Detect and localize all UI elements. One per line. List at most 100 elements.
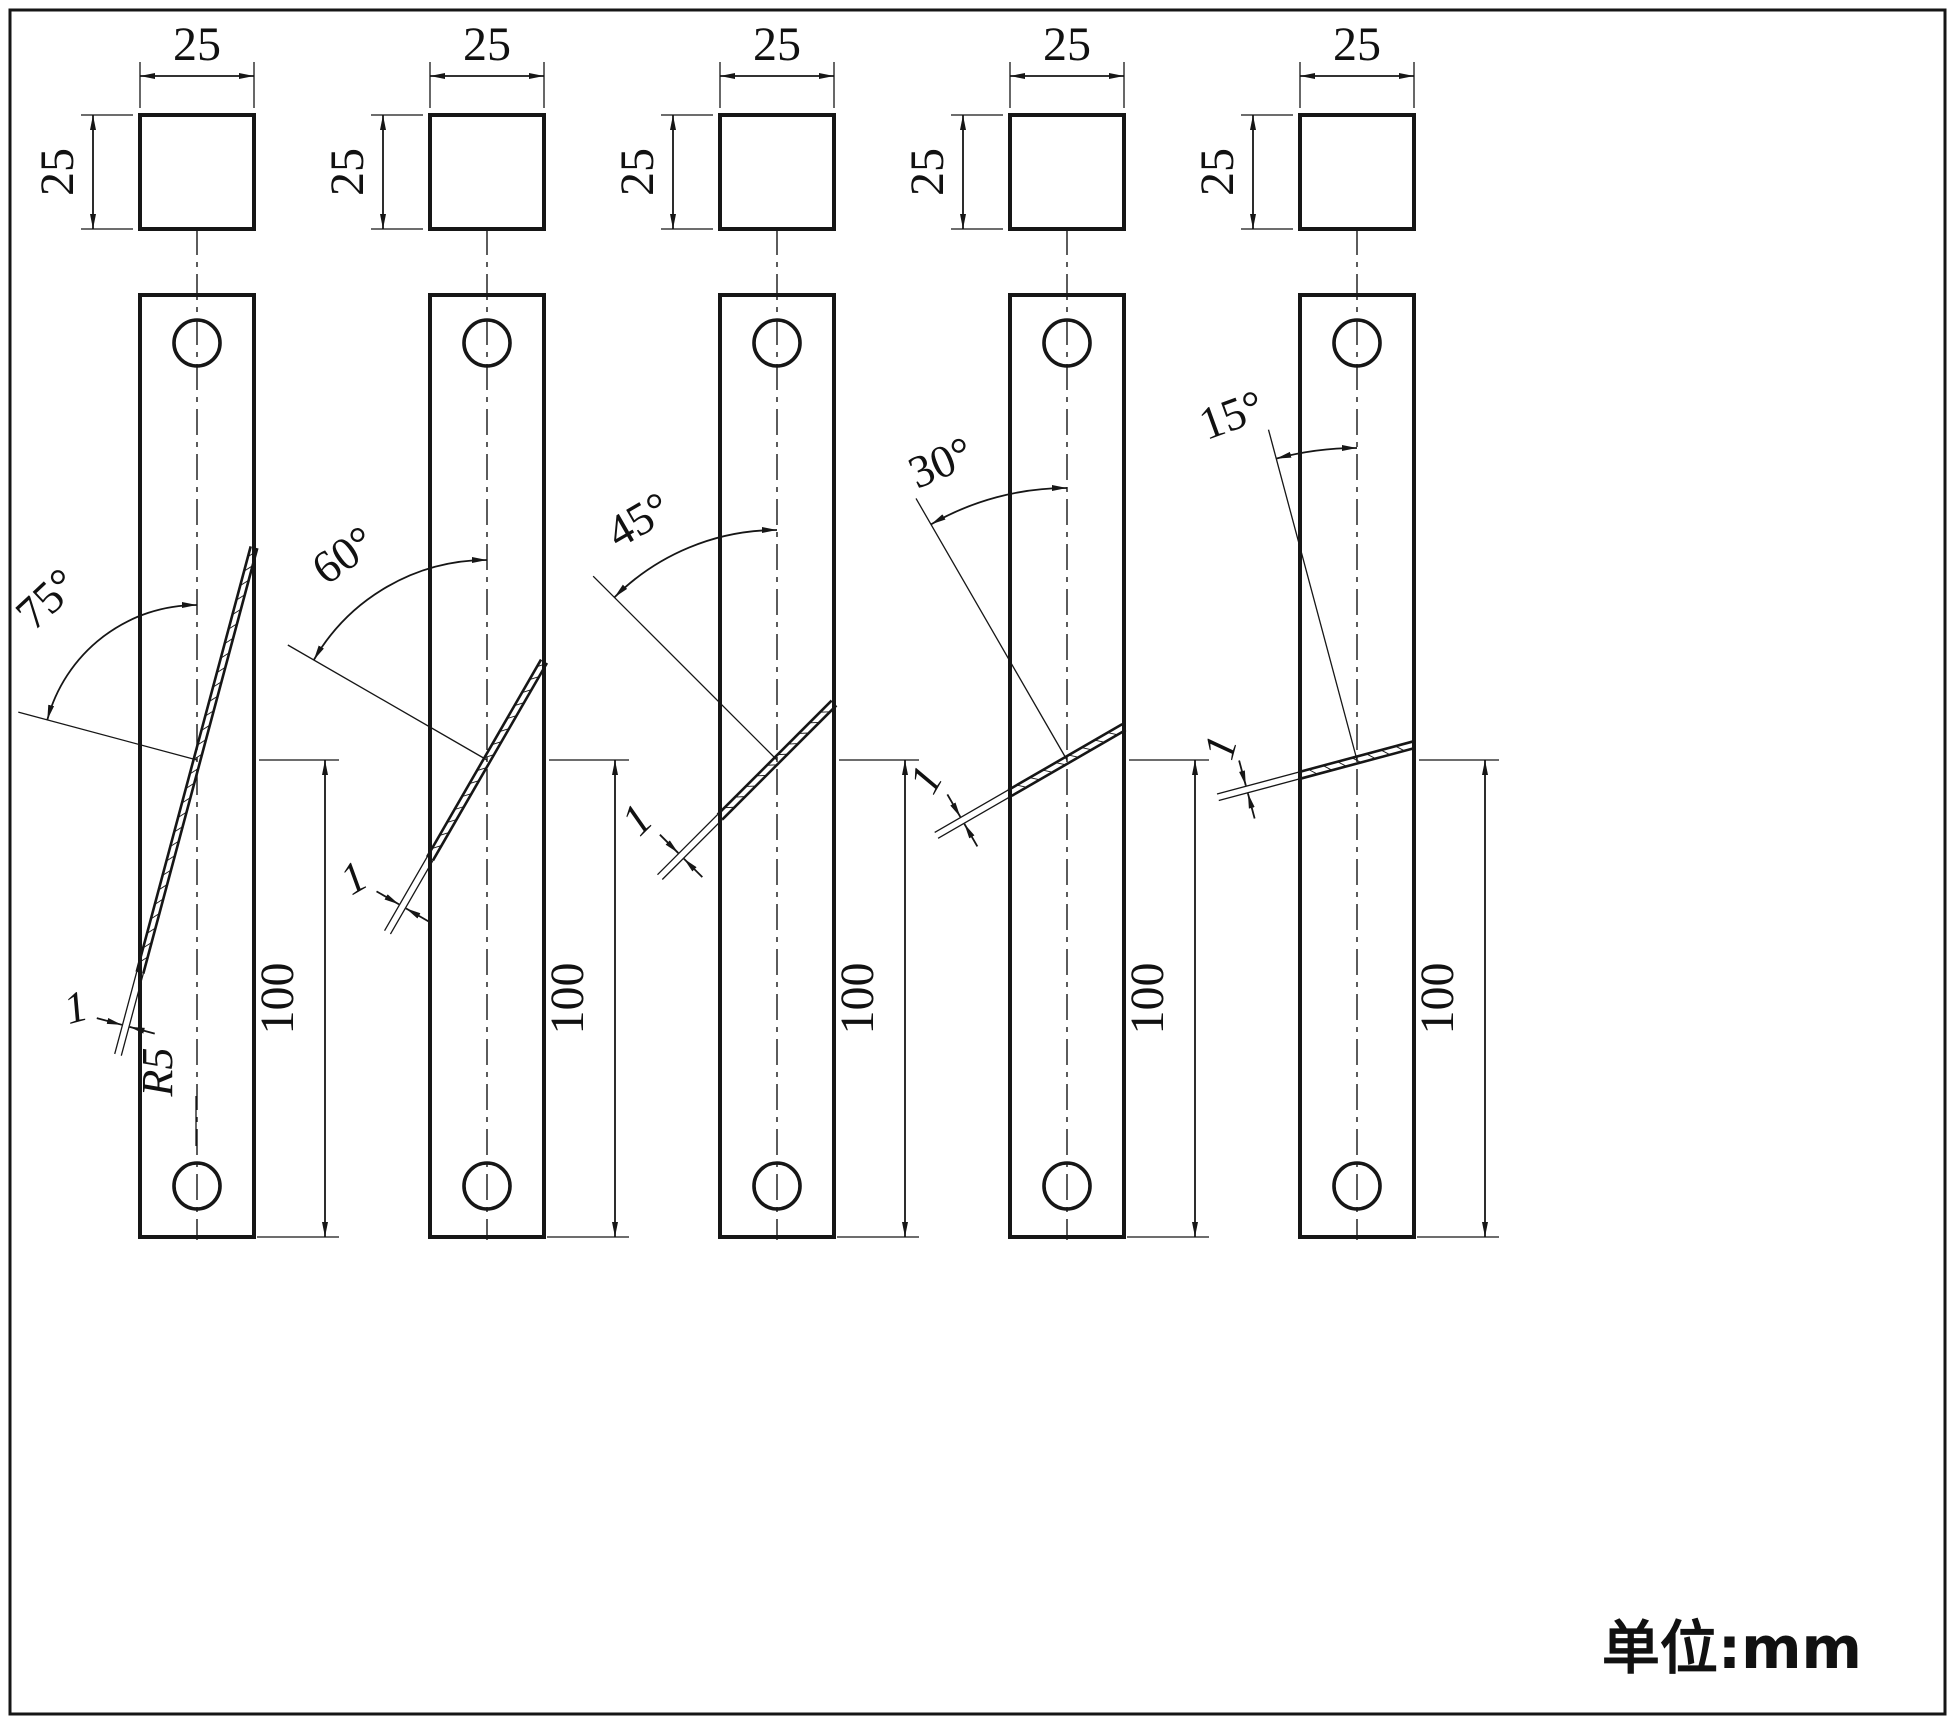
- specimen-45-pin-hole-bottom: [752, 1161, 802, 1211]
- specimen-75-bondline-hatch: [224, 637, 234, 644]
- specimen-75-bondline-hatch: [189, 768, 199, 775]
- specimen-15-thickness-arrow: [1247, 793, 1256, 819]
- specimen-45-strip-outline: [718, 293, 836, 1239]
- specimen-45-top-width-dim-label: 25: [753, 18, 801, 71]
- specimen-30-pin-hole-bottom: [1042, 1161, 1092, 1211]
- specimen-30-thickness-arrow: [946, 793, 962, 818]
- specimen-15-bond-extension-line: [1218, 777, 1302, 802]
- unit-note: 单位:mm: [1602, 1614, 1862, 1682]
- specimen-30-bondline-hatch: [1042, 769, 1053, 773]
- specimen-15-top-width-dim-label: 25: [1333, 18, 1381, 71]
- specimen-75-pin-hole-bottom: [172, 1161, 222, 1211]
- specimen-75-bondline-hatch: [209, 695, 218, 702]
- specimen-15-length-dim-label: 100: [1411, 963, 1464, 1035]
- specimen-60-pin-hole-top: [462, 318, 512, 368]
- specimen-45-angle-arc: [613, 527, 778, 599]
- specimen-30-strip-outline: [1008, 293, 1126, 1239]
- specimen-45-bond-extension-line: [657, 814, 719, 876]
- specimen-30-bond-extension-line: [934, 789, 1009, 834]
- specimen-75-bondline-hatch: [240, 580, 249, 586]
- specimen-45-bondline-edge: [721, 704, 838, 821]
- specimen-15-bondline-hatch: [1337, 761, 1347, 767]
- specimen-60-bondline-hatch: [492, 741, 502, 745]
- specimen-30-bondline-edge: [1011, 728, 1127, 797]
- specimen-60-bondline-hatch: [522, 689, 532, 694]
- specimen-30-bondline-hatch: [1029, 777, 1040, 781]
- specimen-75-bondline-hatch: [143, 942, 152, 949]
- specimen-15-thickness-arrow: [1238, 760, 1247, 786]
- specimen-75-bondline-hatch: [185, 782, 195, 789]
- specimen-30-side-height-dim-label: 25: [901, 148, 954, 196]
- specimen-60-bondline-hatch: [529, 676, 539, 681]
- specimen-75-bondline-hatch: [178, 811, 187, 818]
- specimen-30-bondline-hatch: [1055, 762, 1066, 766]
- specimen-75-bondline-hatch: [139, 956, 148, 963]
- specimen-75-bondline-hatch: [150, 913, 160, 920]
- specimen-60-bondline-hatch: [484, 754, 494, 758]
- specimen-60-bondline-hatch: [477, 767, 487, 771]
- drawing-border: [8, 8, 1947, 1716]
- specimen-60-length-dim-label: 100: [541, 963, 594, 1035]
- specimen-75-bondline-hatch: [170, 840, 179, 847]
- specimen-15-pin-hole-bottom: [1332, 1161, 1382, 1211]
- specimen-75-bondline-hatch: [232, 609, 241, 615]
- specimen-75-bondline-hatch: [220, 652, 230, 659]
- specimen-75-bond-extension-line: [120, 973, 144, 1056]
- specimen-60-bondline-hatch: [432, 845, 442, 849]
- specimen-30-bondline-hatch: [1081, 747, 1092, 751]
- specimen-75-bond-extension-line: [114, 971, 138, 1055]
- specimen-45-thickness-arrow: [659, 834, 679, 854]
- specimen-60-top-width-dim-label: 25: [463, 18, 511, 71]
- specimen-75-bondline-hatch: [244, 565, 253, 572]
- specimen-60-bondline-hatch: [537, 663, 547, 668]
- specimen-75-bondline-hatch: [181, 797, 191, 804]
- specimen-30-length-dim-label: 100: [1121, 963, 1174, 1035]
- specimen-75-thickness-arrow: [129, 1026, 155, 1035]
- specimen-15-pin-hole-top: [1332, 318, 1382, 368]
- specimen-45-length-dim-label: 100: [831, 963, 884, 1035]
- specimen-60-bondline-hatch: [469, 780, 479, 784]
- specimen-30-bond-extension-line: [937, 795, 1013, 839]
- specimen-75-bondline-hatch: [213, 681, 222, 688]
- specimen-60-bondline-edge: [431, 662, 549, 862]
- specimen-60-thickness-arrow: [405, 907, 429, 923]
- specimen-75-angle-arc: [46, 602, 198, 721]
- specimen-60-bondline-hatch: [462, 793, 472, 797]
- specimen-75-bondline-edge: [142, 547, 259, 974]
- specimen-30-bondline-hatch: [1068, 754, 1079, 758]
- specimen-75-pin-hole-top: [172, 318, 222, 368]
- specimen-60-bondline-hatch: [499, 728, 509, 732]
- specimen-45-angle-reference-line: [592, 575, 778, 761]
- specimen-15-angle-reference-line: [1267, 429, 1358, 761]
- specimen-75-bondline-hatch: [174, 826, 183, 833]
- specimen-60-bondline-hatch: [447, 819, 457, 823]
- specimen-75-bondline-hatch: [162, 869, 172, 876]
- specimen-30-top-width-dim-label: 25: [1043, 18, 1091, 71]
- specimen-45-thickness-arrow: [683, 858, 703, 878]
- specimen-30-angle-reference-line: [915, 498, 1068, 761]
- specimen-45-pin-hole-top: [752, 318, 802, 368]
- specimen-60-bond-extension-line: [389, 860, 434, 935]
- specimen-75-bondline-hatch: [228, 623, 238, 630]
- specimen-60-pin-hole-bottom: [462, 1161, 512, 1211]
- specimen-75-length-dim-label: 100: [251, 963, 304, 1035]
- specimen-30-bondline-hatch: [1016, 784, 1027, 788]
- specimen-75-radius-label: R5: [133, 1048, 182, 1098]
- specimen-75-bondline-hatch: [247, 551, 257, 557]
- specimen-75-bondline-hatch: [205, 710, 214, 717]
- specimen-75-top-width-dim-label: 25: [173, 18, 221, 71]
- specimen-30-thickness-arrow: [963, 823, 979, 847]
- specimen-60-bondline-hatch: [507, 715, 517, 719]
- specimen-60-bondline-hatch: [514, 702, 524, 707]
- specimen-75-side-height-dim-label: 25: [31, 148, 84, 196]
- specimen-45-bond-extension-line: [661, 818, 723, 880]
- specimen-60-bondline-hatch: [439, 832, 449, 836]
- specimen-30-bondline-hatch: [1094, 739, 1105, 743]
- specimen-75-strip-outline: [138, 293, 256, 1239]
- specimen-60-side-height-dim-label: 25: [321, 148, 374, 196]
- specimen-15-bondline-hatch: [1308, 769, 1318, 775]
- specimen-60-angle-reference-line: [287, 644, 488, 761]
- specimen-60-bondline-hatch: [454, 806, 464, 810]
